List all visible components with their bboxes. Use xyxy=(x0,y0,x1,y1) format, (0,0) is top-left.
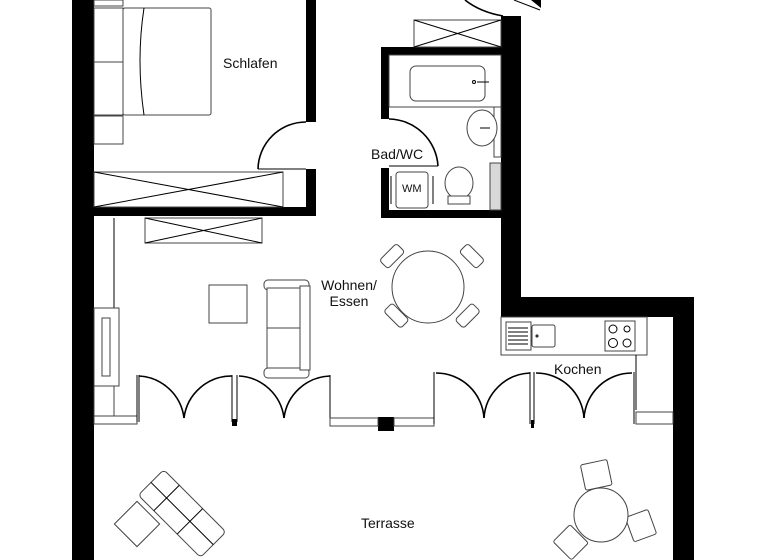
side-table-terrace xyxy=(113,500,161,548)
tv-unit xyxy=(93,218,120,417)
bedroom-door xyxy=(257,121,307,170)
sofa xyxy=(263,279,311,379)
room-label-wohnen-essen: Wohnen/ Essen xyxy=(316,277,382,309)
wardrobe-bedroom xyxy=(93,171,284,208)
washbasin xyxy=(466,106,502,158)
dining-table xyxy=(380,244,484,328)
room-label-terrasse: Terrasse xyxy=(361,515,415,531)
room-label-essen: Essen xyxy=(329,293,369,310)
room-label-wohnen: Wohnen/ xyxy=(321,277,377,293)
walls xyxy=(72,0,694,560)
washing-machine xyxy=(390,171,434,209)
room-label-kochen: Kochen xyxy=(554,361,602,377)
sun-lounger xyxy=(139,470,225,557)
room-label-bad-wc: Bad/WC xyxy=(371,146,424,162)
entrance-door-leaf xyxy=(513,0,541,11)
bathroom-door xyxy=(388,118,439,167)
kitchen-counter xyxy=(500,316,648,410)
terrace-doors xyxy=(93,372,674,428)
entrance-door-arc xyxy=(464,0,504,17)
room-label-schlafen: Schlafen xyxy=(223,55,278,71)
sideboard xyxy=(144,217,263,244)
terrace-table xyxy=(553,459,657,560)
bathtub xyxy=(388,54,502,108)
coffee-table xyxy=(208,284,248,324)
shaft xyxy=(489,162,502,211)
bed xyxy=(93,0,212,145)
hall-wardrobe xyxy=(413,19,502,48)
washing-machine-label: WM xyxy=(402,183,422,195)
toilet xyxy=(444,166,474,205)
